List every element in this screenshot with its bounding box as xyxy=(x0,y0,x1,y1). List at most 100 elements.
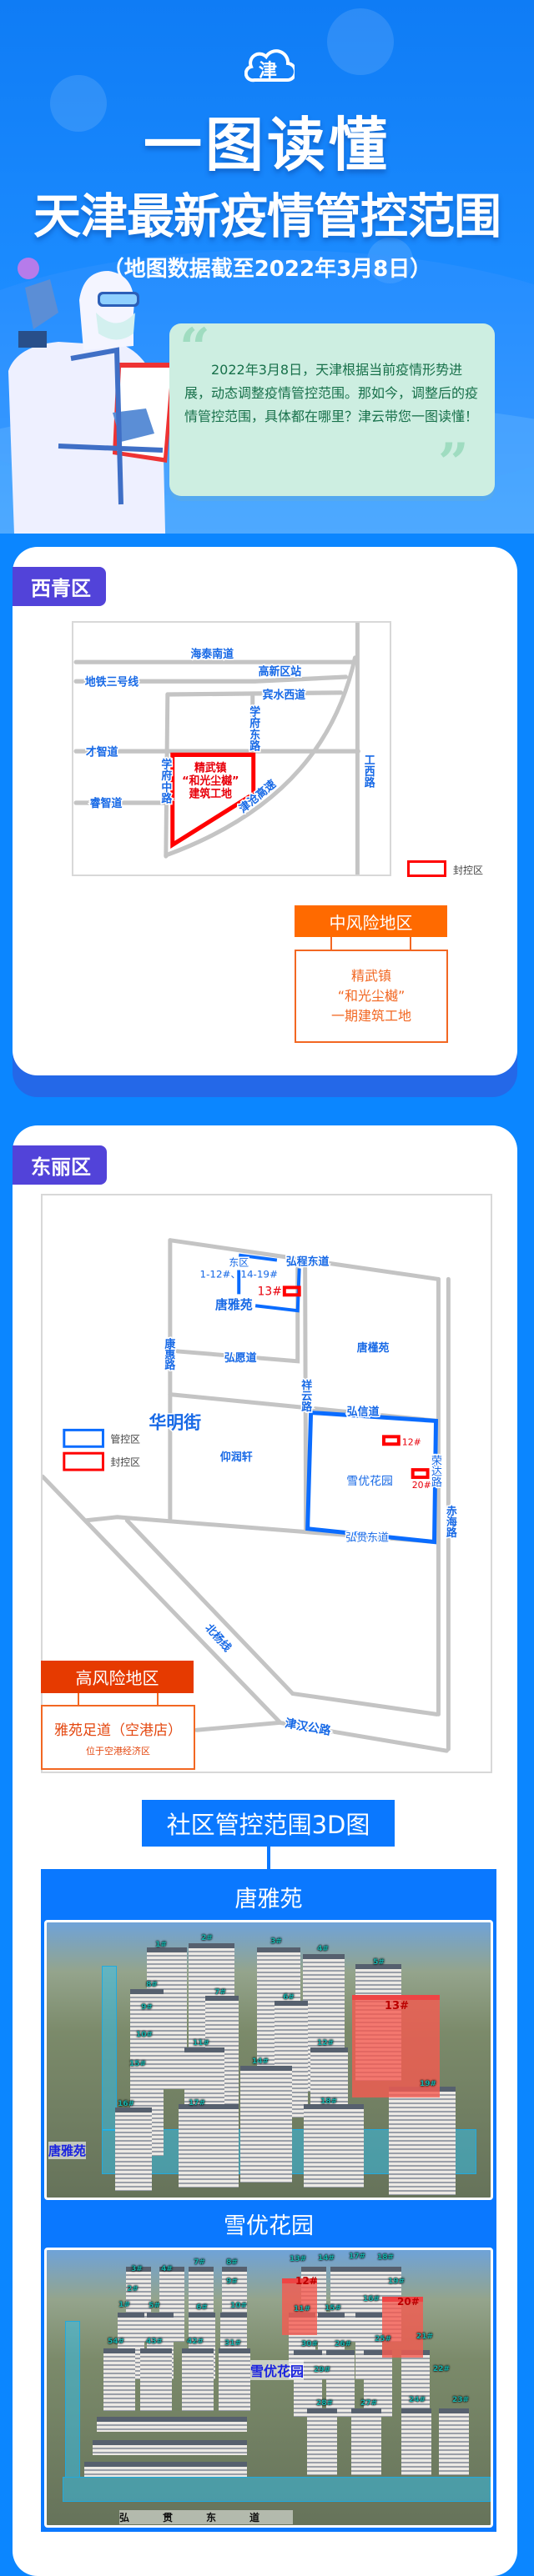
aerial-photo-xueyou: 12# 20# 雪优花园 弘贯东道 1#2#3#4#5#6#7#8#9#10#1… xyxy=(44,2248,493,2528)
sealed-building-13 xyxy=(352,1995,440,2097)
villa-row xyxy=(93,2440,247,2455)
photo-title-tangyayuan: 唐雅苑 xyxy=(234,1887,303,1912)
decor-circle xyxy=(327,8,394,75)
building-number-label: 29# xyxy=(313,2366,331,2374)
data-date-subtitle: （地图数据截至2022年3月8日） xyxy=(102,257,432,282)
building-number-label: 6# xyxy=(283,1993,295,2002)
building-number-label: 17# xyxy=(188,2099,206,2107)
label-rongda: 荣达路 xyxy=(429,1455,441,1487)
building-number-label: 23# xyxy=(451,2396,470,2404)
building-number-label: 25# xyxy=(374,2335,392,2343)
photo-map-label: 唐雅苑 xyxy=(48,2142,87,2159)
building xyxy=(115,2107,152,2191)
building-number-label: 7# xyxy=(214,1988,226,1997)
label-xuefu-mid: 学府中路 xyxy=(159,757,172,804)
villa-row xyxy=(84,2462,247,2477)
road-xiangyun xyxy=(303,1266,309,1535)
building-number-label: 2# xyxy=(201,1934,213,1942)
building-number-label: 4# xyxy=(161,2265,173,2273)
decor-circle xyxy=(367,238,413,283)
label-jinhan: 津汉公路 xyxy=(284,1716,332,1737)
managed-zone-overlay xyxy=(63,2477,491,2502)
building-number-label: 3# xyxy=(131,2265,143,2273)
sealed-building-label: 12# xyxy=(295,2275,318,2287)
sealed-area-outline xyxy=(170,752,256,849)
legend-sealed-label: 封控区 xyxy=(453,865,484,876)
building-number-label: 11# xyxy=(192,2039,210,2047)
risk-area-name: 雅苑足道（空港店） xyxy=(54,1722,182,1739)
building-number-label: 17# xyxy=(348,2253,366,2261)
building-number-label: 19# xyxy=(419,2080,437,2088)
label-ruizhi: 睿智道 xyxy=(90,796,123,810)
risk-area-line: 精武镇 xyxy=(350,968,391,984)
sealed-building-12 xyxy=(381,1435,400,1446)
site-label: 建筑工地 xyxy=(189,786,233,800)
label-yangrunxuan: 仰润轩 xyxy=(220,1451,253,1464)
building-number-label: 12# xyxy=(316,2039,335,2047)
building-number-label: 26# xyxy=(334,2340,352,2348)
building-number-label: 14# xyxy=(251,2057,270,2066)
building xyxy=(304,2104,364,2188)
label-kanghui: 康惠路 xyxy=(162,1337,174,1371)
building-number-label: 10# xyxy=(229,2302,248,2310)
label-chihai: 赤海路 xyxy=(444,1505,456,1538)
label-hongguan: 弘贯东道 xyxy=(345,1532,389,1545)
medical-worker-illustration xyxy=(0,254,175,534)
district-tab-xiqing: 西青区 xyxy=(13,567,106,606)
intro-text: 2022年3月8日，天津根据当前疫情形势进展，动态调整疫情管控范围。那如今，调整… xyxy=(184,362,479,424)
building xyxy=(326,2350,355,2417)
building-number-label: 6# xyxy=(196,2303,208,2312)
building-number-label: 27# xyxy=(360,2399,378,2408)
building xyxy=(103,2348,135,2411)
building xyxy=(240,2066,292,2183)
label-east-zone: 东区 xyxy=(229,1257,249,1269)
sealed-building-12 xyxy=(282,2278,317,2335)
photo-title-xueyou: 雪优花园 xyxy=(224,2213,314,2239)
building xyxy=(439,2408,469,2475)
road-beiyang-2 xyxy=(124,1518,439,1716)
label-tangjinyuan: 唐槿苑 xyxy=(357,1341,390,1355)
road-metro3 xyxy=(73,674,349,684)
building-number-label: 7# xyxy=(194,2258,205,2267)
building-number-label: 16# xyxy=(117,2100,135,2108)
building-number-label: 15# xyxy=(128,2060,147,2068)
sealed-building-13 xyxy=(282,1285,301,1297)
sealed-building-label: 13# xyxy=(385,2000,409,2012)
road-jinhan xyxy=(194,1720,449,1753)
connector xyxy=(267,1847,270,1869)
label-buildings: 1-12#、14-19# xyxy=(200,1268,278,1280)
aerial-photo-tangyayuan: 13# 唐雅苑 1#2#3#4#5#6#7#8#9#10#11#12#14#15… xyxy=(44,1920,493,2200)
label-b13: 13# xyxy=(258,1285,282,1298)
building-number-label: 2# xyxy=(127,2285,139,2293)
building xyxy=(364,2350,392,2417)
building-number-label: 14# xyxy=(317,2254,335,2263)
page-title: 一图读懂 xyxy=(144,111,390,179)
label-xueyou: 雪优花园 xyxy=(346,1475,393,1488)
legend-sealed-swatch xyxy=(63,1451,104,1471)
label-xiangyun: 祥云路 xyxy=(299,1379,311,1412)
site-label: “和光尘樾” xyxy=(182,774,239,788)
road-hongcheng xyxy=(168,1238,441,1281)
risk-level-header: 高风险地区 xyxy=(41,1661,194,1693)
road-xuefu-mid xyxy=(164,692,170,859)
legend-managed-swatch xyxy=(63,1428,104,1448)
sealed-building-label: 20# xyxy=(397,2296,420,2308)
building-number-label: 24# xyxy=(408,2396,426,2404)
building xyxy=(182,2348,214,2411)
villa-row xyxy=(97,2417,247,2432)
hero-banner: 津 一图读懂 天津最新疫情管控范围 （地图数据截至2022年3月8日） “ 20… xyxy=(0,0,534,534)
building xyxy=(401,2408,431,2475)
managed-area-tangyayuan xyxy=(237,1253,301,1313)
label-hongcheng: 弘程东道 xyxy=(286,1255,330,1269)
building-number-label: 8# xyxy=(226,2258,238,2267)
label-hongxin: 弘信道 xyxy=(347,1405,380,1418)
connector xyxy=(330,937,332,950)
building-number-label: 9# xyxy=(226,2278,238,2286)
dongli-map: 东区 1-12#、14-19# 13# 唐雅苑 弘程东道 唐槿苑 康惠路 弘愿道… xyxy=(41,1194,492,1773)
label-haitai: 海泰南道 xyxy=(191,647,234,661)
road-beiyang xyxy=(43,1474,282,1724)
risk-area-note: 位于空港经济区 xyxy=(86,1745,150,1757)
photo-road-label: 弘贯东道 xyxy=(119,2510,294,2524)
label-huaming: 华明街 xyxy=(149,1412,202,1432)
page-title-line2: 天津最新疫情管控范围 xyxy=(33,189,501,244)
